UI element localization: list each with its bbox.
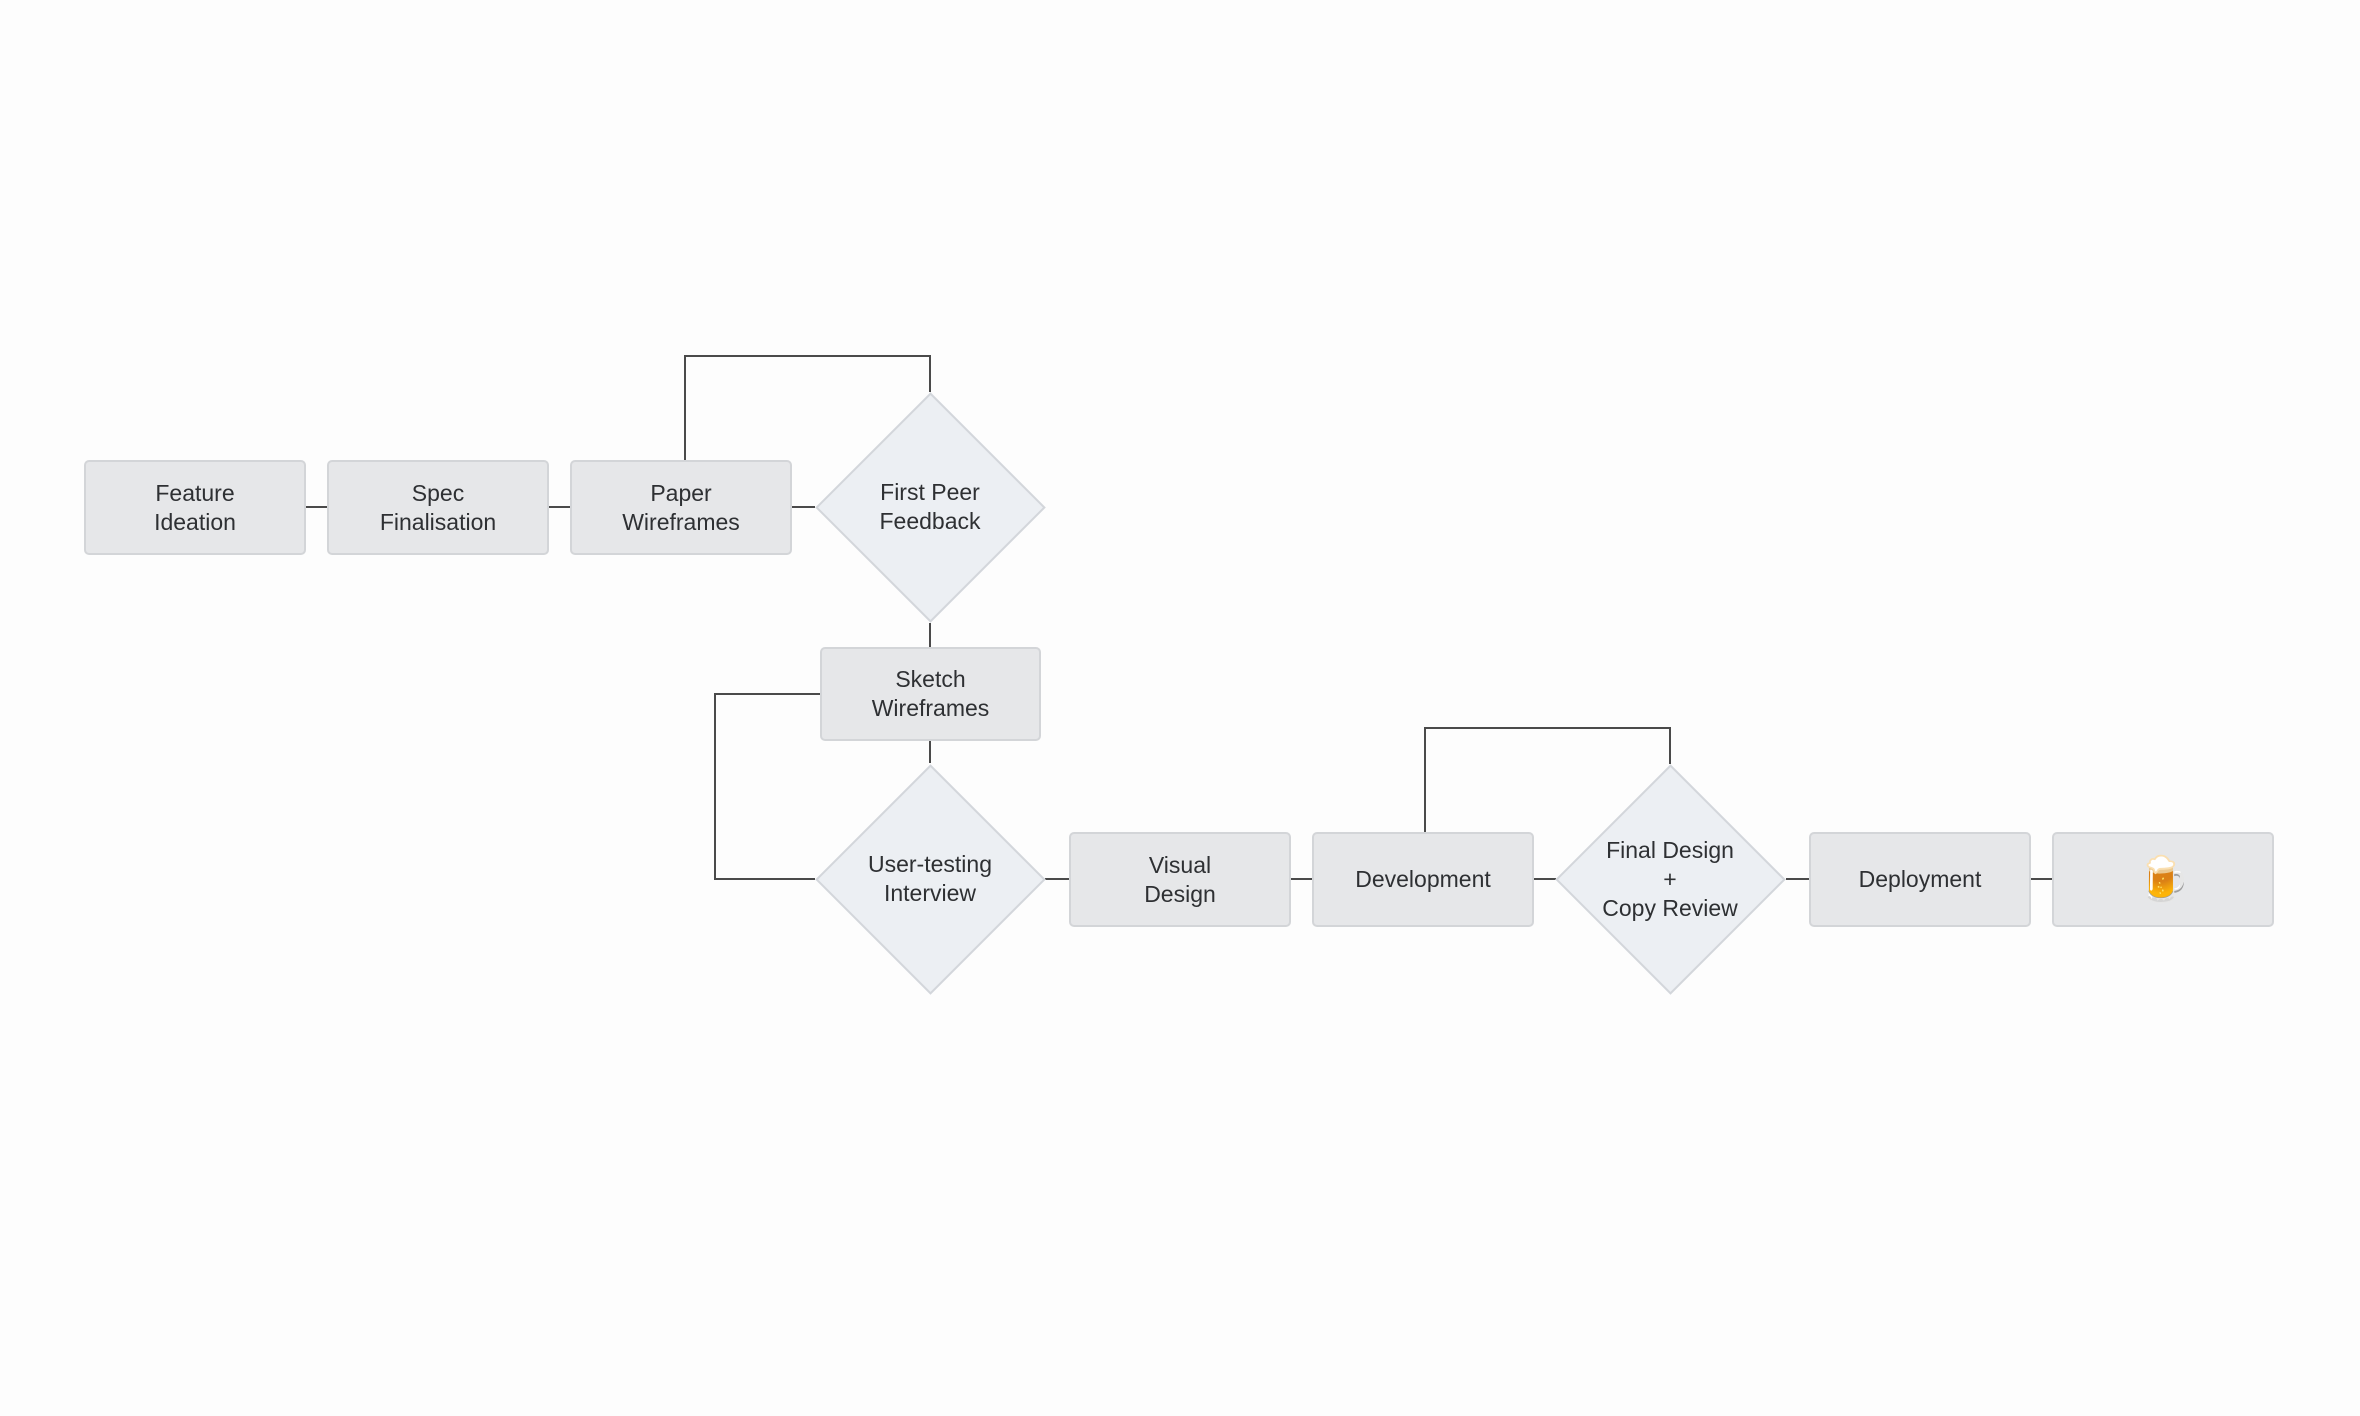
node-deployment[interactable]: Deployment: [1809, 832, 2031, 927]
node-development[interactable]: Development: [1312, 832, 1534, 927]
connector-final-loop-dev: [1424, 727, 1671, 832]
node-development-label: Development: [1355, 866, 1491, 892]
node-spec-finalisation[interactable]: Spec Finalisation: [327, 460, 549, 555]
beer-mug-icon: 🍺: [2135, 853, 2191, 905]
connector-usertest-loop-sketch: [714, 693, 820, 880]
node-paper-wireframes[interactable]: Paper Wireframes: [570, 460, 792, 555]
node-paper-wireframes-label: Paper Wireframes: [622, 479, 740, 535]
node-deployment-label: Deployment: [1858, 866, 1982, 892]
node-visual-design[interactable]: Visual Design: [1069, 832, 1291, 927]
connector-peer-loop-paper: [684, 355, 931, 460]
decision-final-design-copy-review-label: Final Design + Copy Review: [1602, 836, 1738, 921]
decision-first-peer-feedback-label: First Peer Feedback: [879, 479, 981, 534]
node-sketch-wireframes[interactable]: Sketch Wireframes: [820, 647, 1041, 741]
node-sketch-wireframes-label: Sketch Wireframes: [871, 666, 990, 721]
node-feature-ideation-label: Feature Ideation: [154, 479, 236, 535]
node-feature-ideation[interactable]: Feature Ideation: [84, 460, 306, 555]
node-visual-design-label: Visual Design: [1144, 851, 1216, 907]
node-spec-finalisation-label: Spec Finalisation: [379, 479, 497, 535]
node-celebration[interactable]: 🍺: [2052, 832, 2274, 927]
decision-user-testing-interview-label: User-testing Interview: [868, 851, 992, 906]
